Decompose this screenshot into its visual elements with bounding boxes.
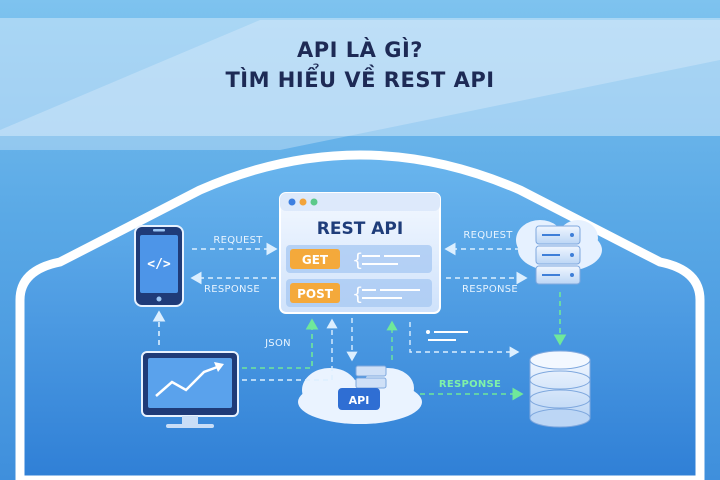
window-dot-orange: [299, 198, 307, 206]
cloud-api-label: API: [349, 394, 370, 407]
window-dot-blue: [288, 198, 296, 206]
light-beam: [0, 20, 720, 150]
json-label: JSON: [264, 338, 291, 349]
response-label-left: RESPONSE: [204, 284, 260, 295]
post-label: POST: [297, 287, 334, 301]
panel-to-db-arrow: [409, 322, 520, 358]
rest-api-panel: [279, 192, 441, 314]
get-badge: [290, 249, 340, 269]
code-snippet-icon: [426, 330, 468, 341]
post-badge: [290, 283, 340, 303]
code-glyph: </>: [147, 257, 171, 272]
response-label-bottom: RESPONSE: [439, 379, 501, 390]
response-label-right: RESPONSE: [462, 284, 518, 295]
request-label-left: REQUEST: [213, 235, 263, 246]
cloud-server-icon: [516, 220, 602, 285]
post-brace: {: [352, 284, 363, 305]
window-dot-green: [310, 198, 318, 206]
request-label-right: REQUEST: [463, 230, 513, 241]
smartphone-icon: [134, 225, 184, 307]
database-icon: [529, 350, 591, 428]
panel-title: REST API: [317, 219, 403, 239]
title-line-2: TÌM HIỂU VỀ REST API: [225, 68, 495, 92]
api-cloud-icon: [298, 365, 422, 424]
monitor-icon: [141, 351, 239, 428]
json-arrow: [242, 318, 319, 369]
get-label: GET: [302, 253, 329, 267]
get-brace: {: [352, 250, 363, 271]
monitor-panel-arrow: [242, 318, 338, 381]
title-line-1: API LÀ GÌ?: [297, 38, 423, 62]
title-banner: [0, 18, 720, 136]
